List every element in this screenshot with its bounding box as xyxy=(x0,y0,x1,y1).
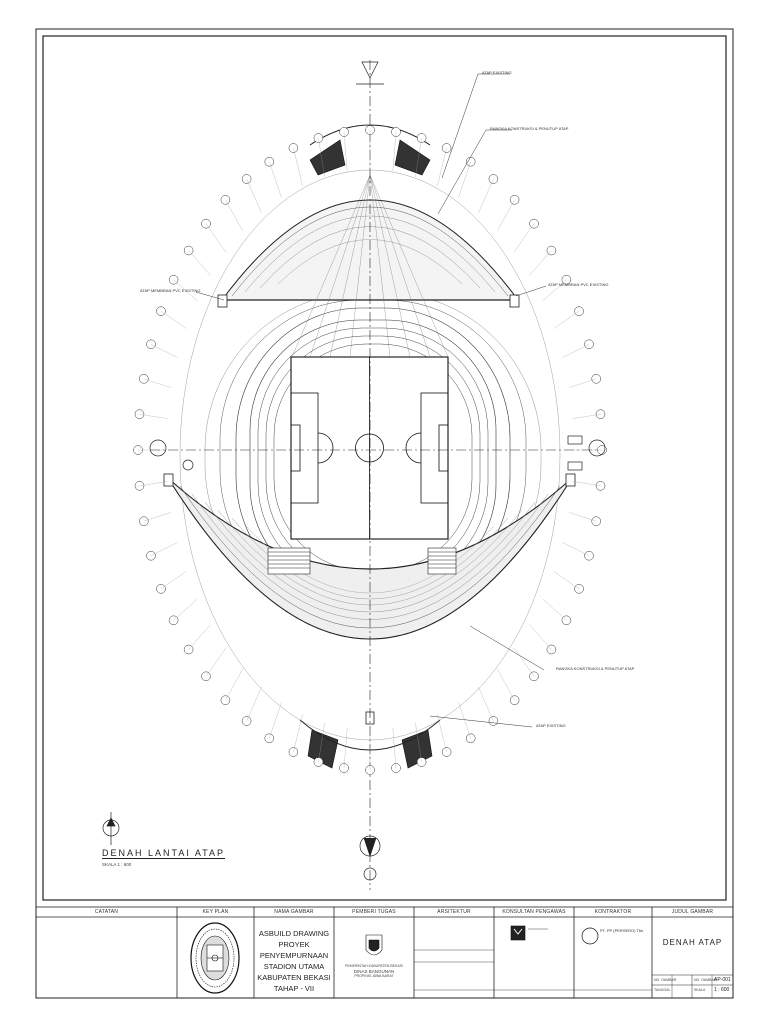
grid-axis-line xyxy=(188,624,211,650)
header-key-plan: KEY PLAN xyxy=(202,909,229,915)
callout-bottom-roof-structure: RANGKA KONSTRUKSI & PENUTUP ATAP xyxy=(556,666,635,671)
grid-axis-line xyxy=(269,702,282,739)
sheet-number: AP-001 xyxy=(714,977,731,983)
callout-left-membrane: ATAP MEMBRAN PVC EXISTING xyxy=(140,288,201,293)
sheet-no-label: NO. GAMBAR xyxy=(694,978,717,982)
owner-block: PEMERINTAH KABUPATEN BEKASI DINAS BANGUN… xyxy=(334,964,414,979)
grid-axis-line xyxy=(568,378,597,388)
grid-axis-line xyxy=(497,668,515,701)
project-line: TAHAP - VII xyxy=(273,984,315,993)
grid-axis-line xyxy=(150,542,178,556)
grid-axis-line xyxy=(542,598,567,621)
owner-line: PROPINSI JAWA BARAT xyxy=(354,974,394,978)
grid-axis-line xyxy=(458,702,471,739)
header-judul-gambar: JUDUL GAMBAR xyxy=(671,909,714,915)
grid-axis-line xyxy=(246,178,262,213)
grid-axis-line xyxy=(553,311,580,329)
project-line: PROYEK PENYEMPURNAAN xyxy=(259,940,329,960)
grid-axis-line xyxy=(542,279,567,302)
grid-axis-line xyxy=(139,414,168,419)
grid-axis-line xyxy=(143,512,172,522)
grid-axis-line xyxy=(225,668,243,701)
grid-axis-line xyxy=(150,344,178,358)
scale-value: 1 : 600 xyxy=(714,987,730,993)
grid-axis-line xyxy=(160,571,187,589)
grid-axis-line xyxy=(553,571,580,589)
grid-axis-line xyxy=(293,714,303,753)
grid-axis-line xyxy=(562,344,590,358)
header-konsultan-pengawas: KONSULTAN PENGAWAS xyxy=(502,909,566,915)
section-marker-top xyxy=(356,61,384,85)
grid-axis-line xyxy=(529,250,552,276)
callout-right-membrane: ATAP MEMBRAN PVC EXISTING xyxy=(548,282,609,287)
grid-axis-line xyxy=(497,199,515,232)
drawing-scale: SKALA 1 : 600 xyxy=(102,862,132,867)
callout-bottom-existing-roof: ATAP EXISTING xyxy=(536,723,566,728)
grid-axis-line xyxy=(143,378,172,388)
section-marker-left xyxy=(149,439,194,471)
grid-axis-line xyxy=(392,131,397,172)
callout-top-roof-structure: RANGKA KONSTRUKSI & PENUTUP ATAP xyxy=(490,126,569,131)
grid-axis-line xyxy=(572,481,601,486)
section-marker-bottom xyxy=(359,835,381,881)
stadium-plan xyxy=(150,60,600,890)
owner-line: PEMERINTAH KABUPATEN BEKASI xyxy=(345,964,403,968)
grid-axis-line xyxy=(562,542,590,556)
grid-axis-line xyxy=(572,414,601,419)
header-kontraktor: KONTRAKTOR xyxy=(594,909,632,915)
grid-axis-line xyxy=(478,687,494,722)
title-block xyxy=(35,906,734,999)
grid-axis-line xyxy=(318,722,325,763)
grid-axis-line xyxy=(293,147,303,186)
grid-axis-line xyxy=(343,131,348,172)
grid-axis-line xyxy=(205,223,226,253)
grid-axis-bubbles xyxy=(133,125,607,775)
section-marker-right xyxy=(567,435,606,471)
grid-axis-line xyxy=(343,728,348,769)
grid-axis-line xyxy=(173,279,198,302)
grid-axis-line xyxy=(269,161,282,198)
project-line: ASBUILD DRAWING xyxy=(258,929,330,938)
grid-axis-line xyxy=(139,481,168,486)
owner-line: DINAS BANGUNAN xyxy=(353,969,395,974)
grid-axis-line xyxy=(437,714,447,753)
grid-axis-line xyxy=(458,161,471,198)
date-label: TANGGAL xyxy=(654,988,671,992)
grid-axis-line xyxy=(318,137,325,178)
grid-axis-line xyxy=(478,178,494,213)
grid-axis-line xyxy=(514,647,535,677)
grid-axis-line xyxy=(392,728,397,769)
project-name: ASBUILD DRAWING PROYEK PENYEMPURNAAN STA… xyxy=(254,928,334,994)
callout-top-existing-roof: ATAP EXISTING xyxy=(482,70,512,75)
grid-axis-line xyxy=(205,647,226,677)
contractor-logo xyxy=(581,927,599,945)
consultant-logo xyxy=(510,925,548,941)
project-line: KABUPATEN BEKASI xyxy=(257,973,331,982)
grid-axis-line xyxy=(514,223,535,253)
grid-axis-line xyxy=(225,199,243,232)
grid-axis-line xyxy=(437,147,447,186)
header-catatan: CATATAN xyxy=(94,909,119,915)
scale-label: SKALA xyxy=(694,988,706,992)
grid-axis-line xyxy=(173,598,198,621)
header-arsitektur: ARSITEKTUR xyxy=(437,909,471,915)
grid-axis-line xyxy=(529,624,552,650)
header-pemberi-tugas: PEMBERI TUGAS xyxy=(352,909,396,915)
contractor-name: PT. PP (PERSERO) Tbk xyxy=(600,928,644,933)
government-seal-logo xyxy=(365,934,383,956)
north-arrow-icon xyxy=(102,812,120,845)
grid-axis-line xyxy=(188,250,211,276)
project-line: STADION UTAMA xyxy=(263,962,325,971)
sheet-title: DENAH ATAP xyxy=(662,938,723,947)
grid-axis-line xyxy=(415,722,422,763)
drawing-no-label: NO. GAMBAR xyxy=(654,978,677,982)
grid-axis-line xyxy=(160,311,187,329)
key-plan-thumbnail xyxy=(190,922,240,994)
grid-axis-line xyxy=(246,687,262,722)
drawing-caption: DENAH LANTAI ATAP xyxy=(102,848,226,859)
grid-axis-line xyxy=(415,137,422,178)
grid-axis-line xyxy=(568,512,597,522)
header-nama-gambar: NAMA GAMBAR xyxy=(274,909,314,915)
